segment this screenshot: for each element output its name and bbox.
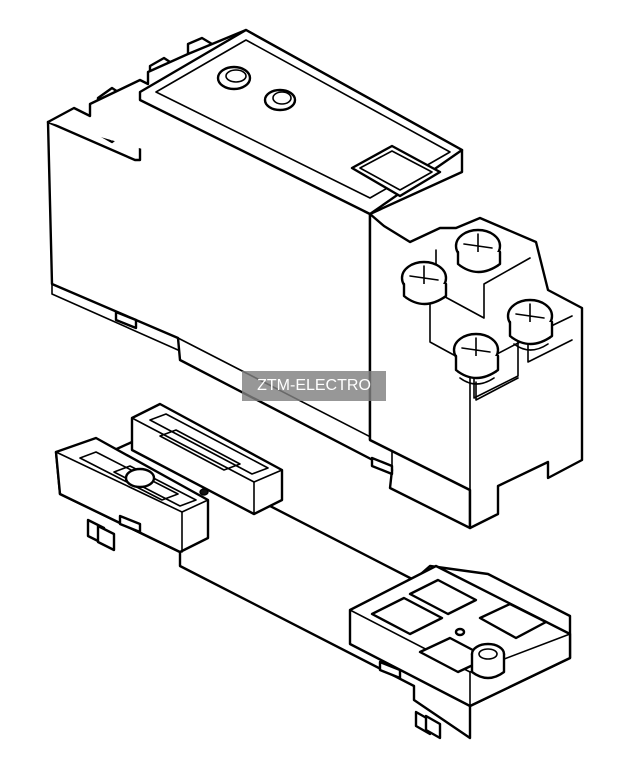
relay-housing — [46, 28, 584, 530]
watermark-label: ZTM-ELECTRO — [242, 371, 386, 401]
left-slot-2 — [113, 465, 197, 507]
right-foot-2 — [424, 714, 442, 740]
boss-hole — [478, 648, 498, 660]
adjust-hole-2 — [263, 88, 297, 112]
screw-4 — [452, 332, 500, 385]
left-foot-2 — [96, 524, 116, 552]
cell-4 — [478, 602, 548, 640]
center-hole — [124, 467, 156, 489]
small-dot — [454, 627, 466, 637]
terminal-recess-left — [475, 377, 519, 401]
cell-2 — [408, 578, 478, 616]
boss-body — [470, 652, 506, 680]
front-slot-right — [370, 456, 394, 476]
right-small-slot — [378, 660, 402, 680]
adjust-hole-1 — [216, 65, 252, 91]
center-pin — [199, 488, 209, 496]
center-clip — [130, 402, 284, 516]
front-slot-left — [114, 310, 138, 330]
screw-2 — [454, 228, 502, 274]
indicator-window — [350, 144, 442, 198]
housing-foot-edge — [51, 283, 179, 351]
left-clip-block — [54, 436, 210, 554]
center-slot-2 — [159, 429, 241, 471]
adjust-hole-2-inner — [272, 91, 292, 105]
terminal-block-side — [469, 307, 583, 515]
left-small-slot — [118, 514, 142, 534]
cell-1 — [370, 596, 444, 636]
screw-1 — [400, 260, 448, 306]
center-slot-1 — [149, 413, 269, 475]
indicator-window-inner — [359, 150, 433, 191]
din-rail-socket-base — [54, 402, 572, 740]
adjust-hole-1-inner — [225, 69, 247, 83]
screw-3 — [506, 298, 554, 351]
top-cover-inner — [155, 39, 451, 199]
